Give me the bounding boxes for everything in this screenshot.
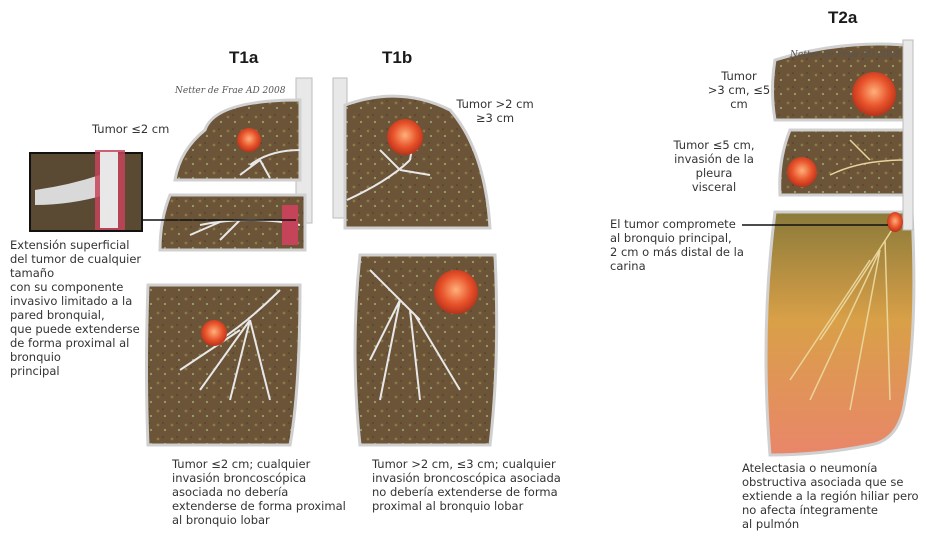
t2a-caption: Atelectasia o neumonía obstructiva asoci… xyxy=(742,461,922,531)
t2a-atelectasis xyxy=(766,212,914,455)
t2a-tumor-bronchus xyxy=(887,212,903,232)
t1b-title: T1b xyxy=(382,48,412,68)
t1a-signature: Netter de Frae AD 2008 xyxy=(175,86,285,96)
t2a-tumor-upper xyxy=(852,72,896,116)
t1a-title: T1a xyxy=(229,48,258,68)
t1a-bronchus-tumor xyxy=(282,205,298,245)
t1a-inset-caption: Extensión superficial del tumor de cualq… xyxy=(10,238,150,378)
t1b-lung xyxy=(333,78,497,445)
t1a-lower-slice xyxy=(147,285,301,445)
t2a-tumor-label-3: El tumor compromete al bronquio principa… xyxy=(610,217,745,273)
t1a-lung xyxy=(147,78,313,445)
t1a-tumor-upper xyxy=(237,128,261,152)
t2a-signature: Netter de Frae AD 2008 xyxy=(790,50,900,60)
t1a-tumor-lower xyxy=(201,320,227,346)
t2a-tumor-pleura xyxy=(787,157,817,187)
t1b-tumor-lower xyxy=(434,270,478,314)
t1b-caption: Tumor >2 cm, ≤3 cm; cualquier invasión b… xyxy=(372,457,562,513)
t2a-bronchus xyxy=(903,40,913,230)
t2a-title: T2a xyxy=(828,8,857,28)
t2a-tumor-label-2: Tumor ≤5 cm, invasión de la pleura visce… xyxy=(672,138,756,194)
t1a-tumor-label: Tumor ≤2 cm xyxy=(92,122,169,136)
t1b-tumor-upper xyxy=(387,119,423,155)
t1a-caption: Tumor ≤2 cm; cualquier invasión broncosc… xyxy=(172,457,357,527)
t2a-tumor-label-1: Tumor >3 cm, ≤5 cm xyxy=(700,69,778,111)
t1b-tumor-label: Tumor >2 cm ≥3 cm xyxy=(455,97,535,125)
